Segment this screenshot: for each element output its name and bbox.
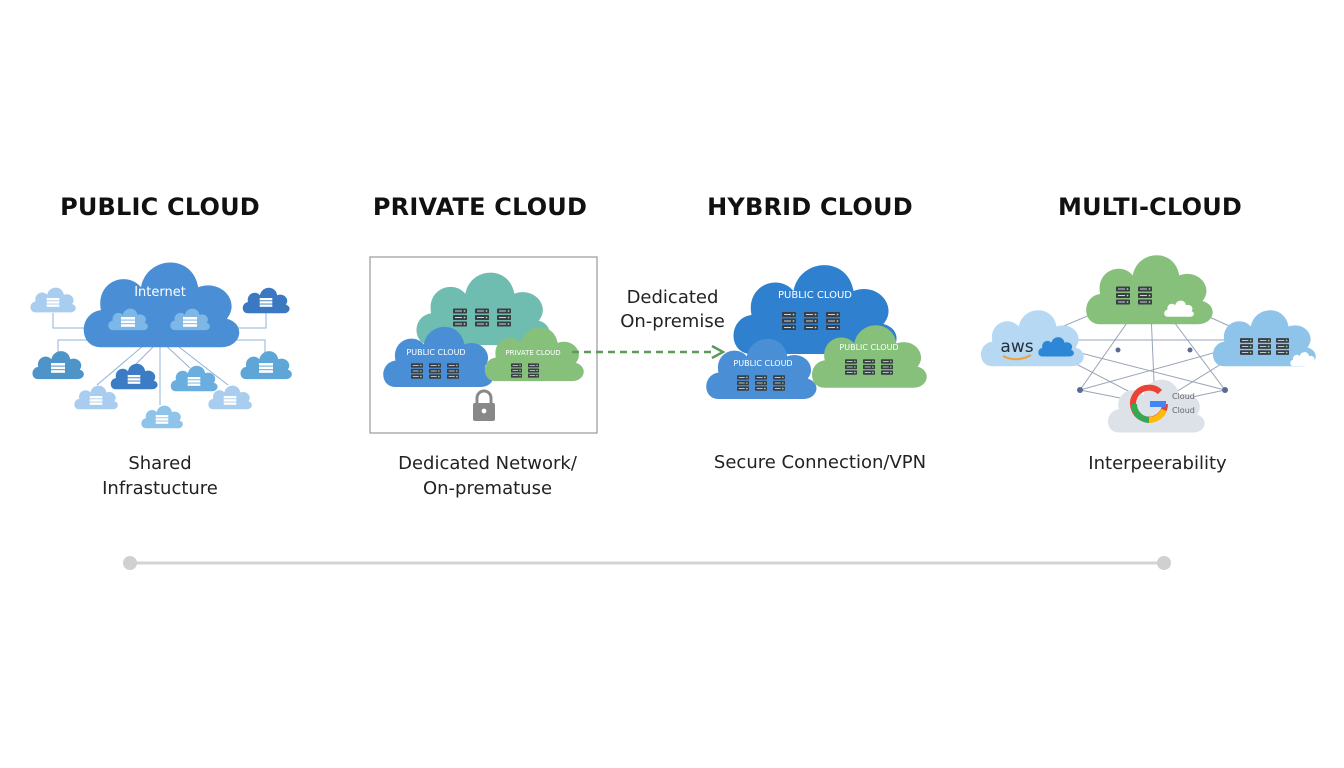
server-icon bbox=[773, 375, 785, 391]
server-icon bbox=[804, 312, 818, 330]
hybrid-cloud-caption: Secure Connection/VPN bbox=[690, 450, 950, 475]
caption-line: Secure Connection/VPN bbox=[713, 452, 927, 473]
server-icon bbox=[155, 415, 169, 424]
server-icon bbox=[1138, 286, 1152, 305]
server-icon bbox=[46, 298, 60, 307]
connector-label: Dedicated On-premise bbox=[600, 286, 745, 334]
server-icon bbox=[863, 359, 875, 375]
timeline-start-dot bbox=[123, 556, 137, 570]
multi-cloud-title: MULTI-CLOUD bbox=[1057, 193, 1243, 221]
connector-label-line: Dedicated bbox=[626, 287, 719, 308]
server-icon bbox=[881, 359, 893, 375]
aws-smile-icon bbox=[1002, 354, 1032, 361]
caption-line: Dedicated Network/ bbox=[398, 453, 577, 474]
mesh-node bbox=[1077, 387, 1083, 393]
connector-label-line: On-premise bbox=[620, 311, 725, 332]
multi-cloud-network: aws Cloud Cloud bbox=[981, 255, 1316, 433]
server-icon bbox=[755, 375, 767, 391]
server-icon bbox=[127, 375, 141, 384]
lock-icon bbox=[473, 389, 495, 421]
hybrid-top-label: PUBLIC CLOUD bbox=[778, 290, 852, 301]
satellite-cloud bbox=[242, 287, 290, 314]
caption-line: On-prematuse bbox=[422, 478, 553, 499]
aws-label: aws bbox=[1000, 337, 1033, 357]
server-icon bbox=[121, 317, 135, 327]
hybrid-cloud-group: PUBLIC CLOUD PUBLIC CLOUD PUBLIC CLOUD bbox=[706, 265, 927, 399]
server-icon bbox=[475, 308, 489, 327]
server-icon bbox=[183, 317, 197, 327]
server-icon bbox=[187, 377, 201, 386]
server-icon bbox=[782, 312, 796, 330]
server-icon bbox=[411, 363, 423, 379]
server-icon bbox=[1276, 338, 1289, 355]
public-cloud-title: PUBLIC CLOUD bbox=[60, 193, 260, 221]
server-icon bbox=[497, 308, 511, 327]
mesh-node bbox=[1115, 347, 1121, 353]
arrow-head-icon bbox=[711, 344, 726, 360]
dedicated-connector bbox=[572, 344, 726, 360]
google-cloud-text: Cloud bbox=[1172, 392, 1195, 401]
server-icon bbox=[1116, 286, 1130, 305]
public-cloud-label: PUBLIC CLOUD bbox=[406, 348, 465, 357]
server-icon bbox=[259, 363, 273, 373]
server-icon bbox=[511, 363, 522, 378]
public-cloud-caption: Shared Infrastucture bbox=[60, 451, 260, 501]
timeline-end-dot bbox=[1157, 556, 1171, 570]
server-icon bbox=[429, 363, 441, 379]
server-icon bbox=[528, 363, 539, 378]
internet-label: Internet bbox=[134, 285, 186, 300]
caption-line: Interpeerability bbox=[1088, 453, 1227, 474]
caption-line: Infrastucture bbox=[102, 478, 218, 499]
server-icon bbox=[737, 375, 749, 391]
server-icon bbox=[1258, 338, 1271, 355]
private-cloud-title: PRIVATE CLOUD bbox=[372, 193, 588, 221]
internet-cloud bbox=[83, 262, 240, 348]
server-icon bbox=[223, 396, 237, 405]
server-icon bbox=[1240, 338, 1253, 355]
timeline bbox=[123, 556, 1171, 570]
caption-line: Shared bbox=[128, 453, 192, 474]
google-g-icon bbox=[1130, 384, 1168, 424]
server-icon bbox=[826, 312, 840, 330]
private-cloud-box: PUBLIC CLOUD PRIVATE CLOUD bbox=[369, 256, 598, 434]
server-icon bbox=[453, 308, 467, 327]
hybrid-right-label: PUBLIC CLOUD bbox=[839, 343, 898, 352]
multi-cloud-caption: Interpeerability bbox=[1060, 451, 1255, 476]
public-cloud-network: Internet bbox=[30, 262, 292, 429]
server-icon bbox=[259, 298, 273, 307]
hybrid-left-label: PUBLIC CLOUD bbox=[733, 359, 792, 368]
private-cloud-label: PRIVATE CLOUD bbox=[505, 349, 560, 357]
google-cloud-text: Cloud bbox=[1172, 406, 1195, 415]
server-icon bbox=[51, 363, 65, 373]
server-icon bbox=[845, 359, 857, 375]
server-icon bbox=[447, 363, 459, 379]
mesh-node bbox=[1222, 387, 1228, 393]
mesh-node bbox=[1187, 347, 1193, 353]
server-icon bbox=[89, 396, 103, 405]
private-cloud-caption: Dedicated Network/ On-prematuse bbox=[370, 451, 605, 501]
hybrid-cloud-title: HYBRID CLOUD bbox=[707, 193, 913, 221]
